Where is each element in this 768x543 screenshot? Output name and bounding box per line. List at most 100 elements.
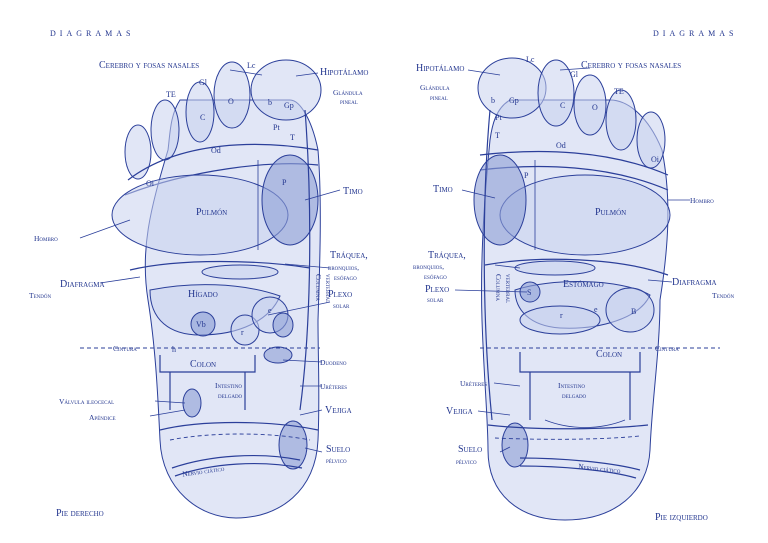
label-l-estomago: Estómago [563,279,604,290]
left-big-toe [477,57,547,119]
label-apendice: Apéndice [89,413,116,422]
label-tendon: Tendón [29,291,51,300]
label-suelo: Suelo [326,444,350,455]
label-delgado: delgado [218,391,243,400]
right-colon [159,355,256,373]
zone-l-oi: Oi [651,155,660,164]
left-spine-line [483,109,493,421]
right-thymus-zone [261,154,319,246]
left-toe-2 [537,59,575,127]
label-diafragma: Diafragma [60,279,105,290]
zone-pt: Pt [273,123,280,132]
label-glandula: Glándula [333,88,363,97]
right-ileocecal [182,388,202,418]
label-hipotalamo: Hipotálamo [320,67,368,78]
right-foot [79,59,341,519]
left-sciatic-nerve [519,457,641,471]
zone-l-pt: Pt [495,113,502,122]
header-right: DIAGRAMAS [653,29,737,38]
zone-l-gl: Gl [570,70,579,79]
zone-l-t: T [495,131,500,140]
zone-l-b: b [491,96,495,105]
zone-l-o: O [592,103,598,112]
zone-c: C [200,113,205,122]
zone-b: b [268,98,272,107]
label-l-columna: Columna [494,274,503,301]
zone-lc: Lc [247,61,256,70]
label-vertebral: vertebral [324,274,333,303]
zone-l-p: P [524,171,529,180]
label-ureteres: Uréteres [320,382,347,391]
left-colon [519,352,641,373]
label-l-timo: Timo [433,184,453,195]
label-cintura: Cintura [113,344,137,353]
zone-te: TE [166,90,176,99]
caption-right-foot: Pie derecho [56,508,104,519]
label-hombro: Hombro [34,234,58,243]
label-columna: Columna [314,274,323,301]
label-l-suelo: Suelo [458,444,482,455]
label-l-cerebro: Cerebro y fosas nasales [581,60,681,71]
zone-h: h [172,345,176,354]
label-l-tendon: Tendón [712,291,734,300]
right-toe-5 [124,124,152,180]
left-foot [454,57,720,521]
zone-gp: Gp [284,101,294,110]
right-big-toe [250,59,322,121]
label-duodeno: Duodeno [320,358,347,367]
label-bronquios: bronquios, [328,263,359,272]
label-l-vejiga: Vejiga [446,406,473,417]
zone-l-bb: B [631,307,636,316]
zone-r: r [241,328,244,337]
label-l-colon: Colon [596,349,622,360]
label-l-nervio: Nervio ciático [578,462,622,475]
zone-l-s: S [527,288,531,297]
left-pancreas-zone [519,305,601,335]
header-left: DIAGRAMAS [50,29,134,38]
zone-t: T [290,133,295,142]
label-l-bronquios: bronquios, [413,262,444,271]
label-l-delgado: delgado [562,391,587,400]
zone-p: P [282,178,287,187]
left-toe-3 [573,74,607,136]
label-intestino: Intestino [215,381,242,390]
right-toe-3 [185,81,215,143]
left-diaphragm [484,258,669,276]
zone-od: Od [211,146,221,155]
label-l-traquea: Tráquea, [428,250,466,261]
right-sciatic-nerve [171,455,301,469]
label-pineal: pineal [340,97,358,106]
zone-l-r: r [560,311,563,320]
label-l-cintura: Cintura [655,344,679,353]
label-plexo: Plexo [328,289,352,300]
label-l-solar: solar [427,295,444,304]
zone-l-od: Od [556,141,566,150]
label-l-pelvico: pélvico [456,457,477,466]
label-l-intestino: Intestino [558,381,585,390]
zone-l-lc: Lc [526,55,535,64]
zone-vb: Vb [196,320,206,329]
label-colon: Colon [190,359,216,370]
label-l-pulmon: Pulmón [595,207,626,218]
left-toe-4 [605,89,637,151]
zone-l-e: e [594,305,598,314]
label-solar: solar [333,301,350,310]
label-l-pineal: pineal [430,93,448,102]
right-diaphragm [129,260,311,271]
zone-gl: Gl [199,78,208,87]
left-thymus-zone [473,154,527,246]
label-timo: Timo [343,186,363,197]
label-valvula: Válvula ileocecal [59,397,114,406]
caption-left-foot: Pie izquierdo [655,512,708,523]
label-vejiga: Vejiga [325,405,352,416]
label-pelvico: pélvico [326,456,347,465]
label-cerebro: Cerebro y fosas nasales [99,60,199,71]
label-traquea: Tráquea, [330,250,368,261]
right-toe-2 [213,61,251,129]
label-l-ureteres: Uréteres [460,379,487,388]
left-lung-zone [499,174,671,256]
label-l-hipotalamo: Hipotálamo [416,63,464,74]
label-pulmon: Pulmón [196,207,227,218]
